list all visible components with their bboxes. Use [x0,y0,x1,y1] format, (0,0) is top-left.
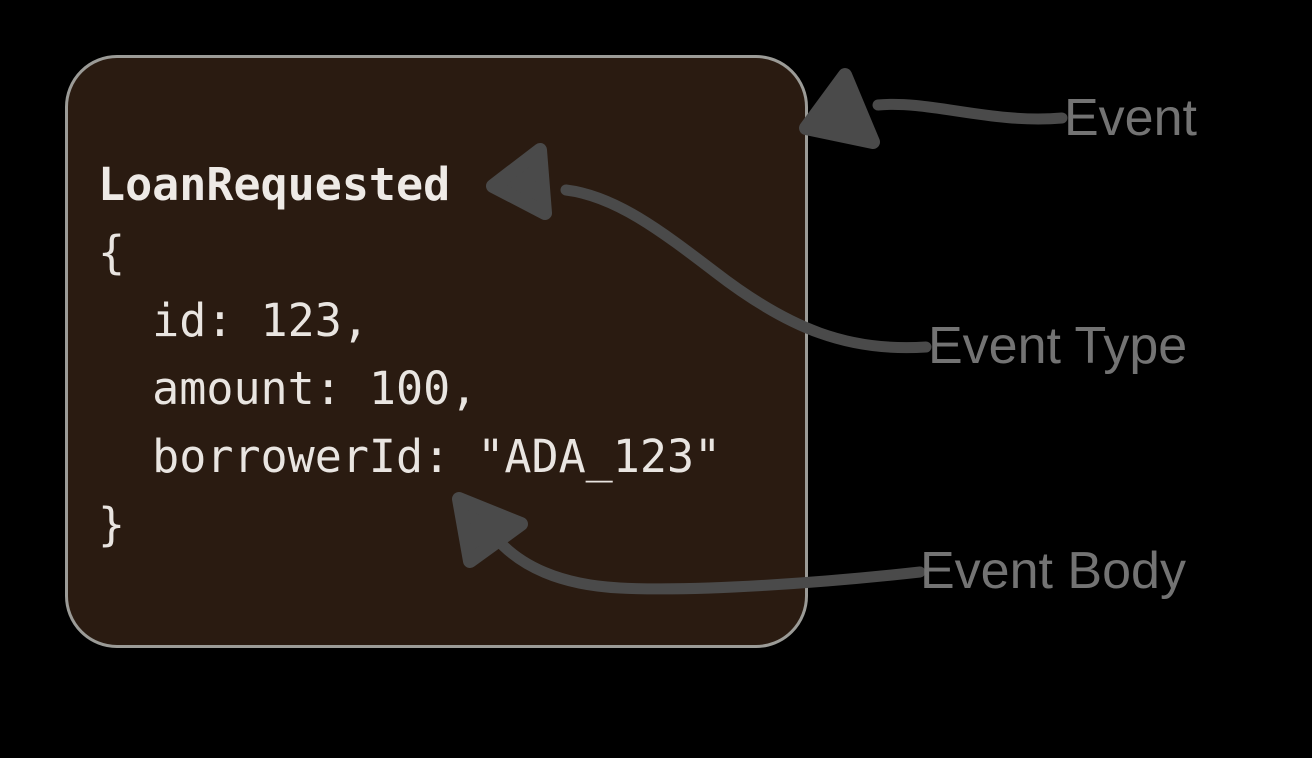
annotation-label-event-body: Event Body [920,542,1186,600]
event-code-block: LoanRequested { id: 123, amount: 100, bo… [98,151,721,559]
annotation-label-event-type: Event Type [928,317,1188,375]
event-arrow [799,68,1068,149]
event-card: LoanRequested { id: 123, amount: 100, bo… [65,55,808,648]
annotation-label-event: Event [1064,89,1197,147]
event-body-text: { id: 123, amount: 100, borrowerId: "ADA… [98,226,722,551]
event-arrowhead [799,68,880,149]
event-arrow-line [872,98,1068,125]
event-type-text: LoanRequested [98,158,451,211]
